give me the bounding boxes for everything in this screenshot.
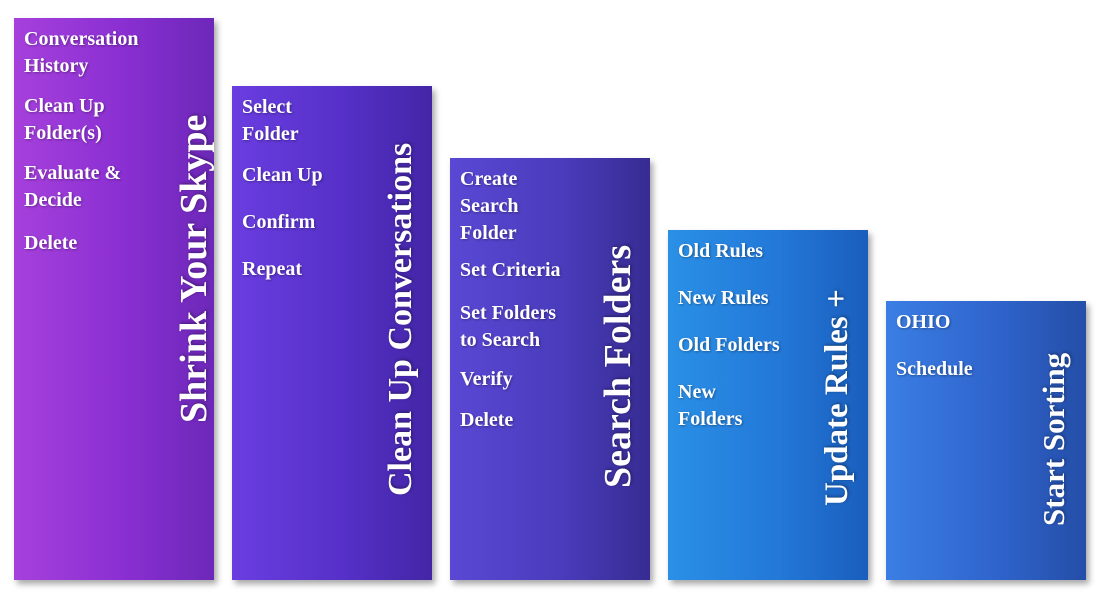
step-item: Evaluate & Decide <box>24 162 122 211</box>
step-title: Search Folders <box>597 244 639 488</box>
step-shrink-your-skype: Conversation History Clean Up Folder(s) … <box>14 18 214 580</box>
step-item: Create Search Folder <box>460 168 519 244</box>
step-start-sorting: OHIO Schedule Start Sorting <box>886 301 1086 580</box>
step-item: Delete <box>24 232 78 254</box>
step-item-list: Conversation History Clean Up Folder(s) … <box>24 26 138 278</box>
step-item: Confirm <box>242 211 316 233</box>
step-item: Select Folder <box>242 96 299 145</box>
step-title: Clean Up Conversations <box>382 142 419 496</box>
step-item-list: OHIO Schedule <box>896 309 973 404</box>
step-search-folders: Create Search Folder Set Criteria Set Fo… <box>450 158 650 580</box>
step-item: Clean Up <box>242 164 323 186</box>
step-item: Conversation History <box>24 28 139 77</box>
step-item: Verify <box>460 368 513 390</box>
step-item: Old Rules <box>678 240 764 262</box>
step-item: Delete <box>460 409 514 431</box>
step-title: Start Sorting <box>1036 352 1071 526</box>
step-item: Schedule <box>896 358 973 380</box>
step-item: Clean Up Folder(s) <box>24 95 105 144</box>
step-clean-up-conversations: Select Folder Clean Up Confirm Repeat Cl… <box>232 86 432 580</box>
step-item: New Rules <box>678 287 769 309</box>
step-item: Set Folders to Search <box>460 302 557 351</box>
step-update-rules: Old Rules New Rules Old Folders New Fold… <box>668 230 868 580</box>
step-item: Old Folders <box>678 334 780 356</box>
step-item: New Folders <box>678 381 743 430</box>
step-item-list: Select Folder Clean Up Confirm Repeat <box>242 94 323 304</box>
step-item: OHIO <box>896 311 951 333</box>
step-title: Update Rules + <box>819 289 855 506</box>
step-item-list: Old Rules New Rules Old Folders New Fold… <box>678 238 780 454</box>
step-item: Repeat <box>242 258 302 280</box>
step-title: Shrink Your Skype <box>173 114 214 423</box>
step-item-list: Create Search Folder Set Criteria Set Fo… <box>460 166 561 455</box>
step-item: Set Criteria <box>460 259 561 281</box>
